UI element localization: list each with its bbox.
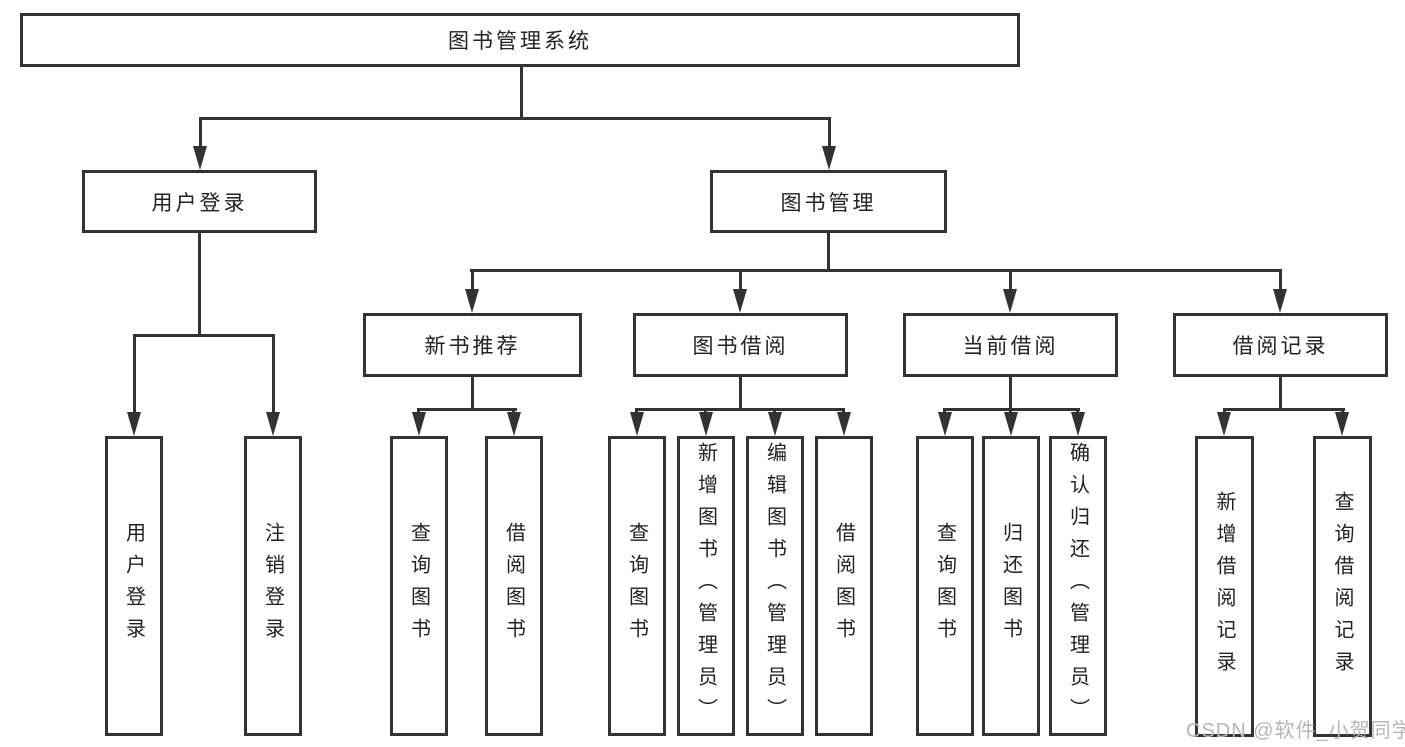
node-book-management: 图书管理 [710,170,947,233]
connector-line [133,334,136,416]
node-add-book-admin: 新增图书（管理员） [677,436,735,736]
node-borrow-book: 借阅图书 [815,436,873,736]
connector-line [198,233,201,336]
connector-line [635,408,845,411]
node-return-book: 归还图书 [982,436,1040,736]
arrow-down [837,412,851,436]
connector-line [827,233,830,271]
connector-line [1009,377,1012,410]
arrow-down [938,412,952,436]
watermark-text: CSDN @软件_小贺同学 [1186,720,1405,742]
connector-line [520,67,523,119]
node-new-book-recommend: 新书推荐 [363,313,582,377]
arrow-down [630,412,644,436]
arrow-down [266,412,280,436]
node-query-book-borrow: 查询图书 [608,436,666,736]
node-root: 图书管理系统 [20,13,1020,67]
arrow-down [1071,412,1085,436]
connector-line [1279,377,1282,410]
connector-line [470,269,1282,272]
node-edit-book-admin: 编辑图书（管理员） [746,436,804,736]
connector-line [1009,269,1012,293]
node-user-login: 用户登录 [82,170,317,233]
arrow-down [412,412,426,436]
node-user-login-action: 用户登录 [105,436,163,736]
arrow-down [507,412,521,436]
node-query-book-current: 查询图书 [916,436,974,736]
connector-line [199,117,831,120]
connector-line [471,269,474,293]
arrow-down [699,412,713,436]
connector-line [739,269,742,293]
connector-line [739,377,742,410]
node-borrow-records: 借阅记录 [1173,313,1388,377]
connector-line [272,334,275,416]
node-logout: 注销登录 [244,436,302,736]
arrow-down [1217,412,1231,436]
node-query-book-recommend: 查询图书 [390,436,448,736]
node-borrow-book-recommend: 借阅图书 [485,436,543,736]
node-current-borrow: 当前借阅 [903,313,1118,377]
arrow-down [1004,412,1018,436]
arrow-down [127,412,141,436]
node-query-borrow-record: 查询借阅记录 [1313,436,1372,737]
arrow-down [822,146,836,170]
node-confirm-return-admin: 确认归还（管理员） [1049,436,1107,736]
connector-line [133,334,275,337]
arrow-down [465,289,479,313]
connector-line [471,377,474,410]
connector-line [417,408,517,411]
arrow-down [1003,289,1017,313]
connector-line [828,117,831,148]
node-book-borrow: 图书借阅 [633,313,848,377]
arrow-down [733,289,747,313]
connector-line [1279,269,1282,293]
node-add-borrow-record: 新增借阅记录 [1195,436,1254,737]
arrow-down [768,412,782,436]
arrow-down [193,146,207,170]
arrow-down [1335,412,1349,436]
arrow-down [1273,289,1287,313]
connector-line [199,117,202,148]
connector-line [1223,408,1345,411]
